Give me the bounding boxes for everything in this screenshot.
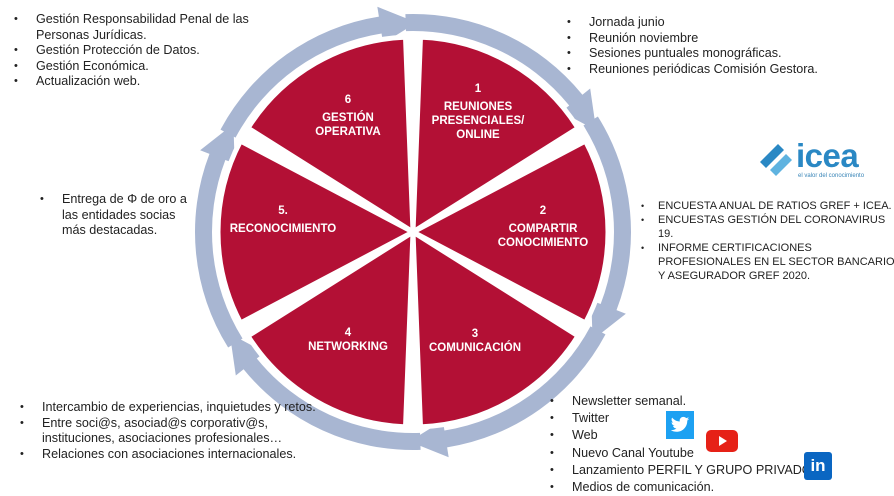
segment-title-6: OPERATIVA [315, 126, 380, 138]
note-item: Reunión noviembre [567, 31, 869, 47]
segment-wedge-3 [410, 229, 581, 430]
note-item: INFORME CERTIFICACIONES PROFESIONALES EN… [641, 241, 894, 283]
note-item: Medios de comunicación. [550, 479, 862, 496]
youtube-icon[interactable] [706, 430, 738, 452]
note-item: ENCUESTA ANUAL DE RATIOS GREF + ICEA. [641, 199, 894, 213]
note-item: Relaciones con asociaciones internaciona… [20, 447, 332, 463]
note-item: ENCUESTAS GESTIÓN DEL CORONAVIRUS 19. [641, 213, 894, 241]
segment-number-1: 1 [475, 83, 482, 95]
segment-title-4: NETWORKING [308, 341, 388, 353]
arrow-segment-6 [220, 6, 417, 138]
note-item: Web [550, 427, 862, 444]
note-item: Entre soci@s, asociad@s corporativ@s, in… [20, 416, 332, 447]
linkedin-icon[interactable]: in [804, 452, 832, 480]
icea-logo: icea el valor del conocimiento [756, 137, 884, 182]
segment-title-6: GESTIÓN [322, 111, 374, 124]
note-item: Gestión Protección de Datos. [14, 43, 286, 59]
icea-logo-mark [760, 144, 792, 176]
notes-gestion-operativa: Gestión Responsabilidad Penal de las Per… [10, 12, 286, 90]
segment-number-3: 3 [472, 328, 478, 340]
linkedin-icon-text: in [810, 456, 826, 475]
segment-title-1: REUNIONES [444, 101, 513, 113]
arrow-segment-5 [195, 124, 243, 348]
arrow-ring [195, 6, 631, 458]
logo-tagline: el valor del conocimiento [798, 173, 865, 179]
segment-title-5: RECONOCIMIENTO [230, 223, 337, 235]
note-item: Entrega de Φ de oro a las entidades soci… [40, 192, 202, 239]
arrow-segment-1 [405, 13, 597, 131]
segment-title-2: CONOCIMIENTO [498, 237, 589, 249]
segment-title-1: ONLINE [456, 129, 500, 141]
note-item: Nuevo Canal Youtube [550, 445, 862, 462]
segment-title-2: COMPARTIR [509, 223, 578, 235]
notes-comunicacion: Newsletter semanal. Twitter Web Nuevo Ca… [546, 393, 862, 496]
segment-wedge-2 [410, 138, 611, 326]
segment-number-5: 5. [278, 205, 288, 217]
segment-wedge-6 [245, 34, 416, 235]
segment-wedge-1 [410, 34, 581, 235]
note-item: Gestión Económica. [14, 59, 286, 75]
note-item: Gestión Responsabilidad Penal de las Per… [14, 12, 286, 43]
segment-title-1: PRESENCIALES/ [432, 115, 525, 127]
note-item: Sesiones puntuales monográficas. [567, 46, 869, 62]
note-item: Reuniones periódicas Comisión Gestora. [567, 62, 869, 78]
notes-networking: Intercambio de experiencias, inquietudes… [16, 400, 332, 462]
note-item: Actualización web. [14, 74, 286, 90]
note-item: Jornada junio [567, 15, 869, 31]
notes-reuniones: Jornada junio Reunión noviembre Sesiones… [563, 15, 869, 77]
segment-number-2: 2 [540, 205, 546, 217]
arrow-segment-3 [409, 326, 606, 458]
segment-number-6: 6 [345, 94, 351, 106]
note-item: Twitter [550, 410, 862, 427]
logo-wordmark: icea [796, 137, 859, 174]
notes-compartir-conocimiento: ENCUESTA ANUAL DE RATIOS GREF + ICEA. EN… [636, 199, 894, 283]
arrow-segment-2 [583, 116, 631, 340]
notes-reconocimiento: Entrega de Φ de oro a las entidades soci… [36, 192, 202, 239]
segment-number-4: 4 [345, 327, 352, 339]
segment-wedge-5 [215, 138, 416, 326]
note-item: Newsletter semanal. [550, 393, 862, 410]
note-item: Lanzamiento PERFIL Y GRUPO PRIVADO [550, 462, 862, 479]
note-item: Intercambio de experiencias, inquietudes… [20, 400, 332, 416]
segment-title-3: COMUNICACIÓN [429, 341, 521, 354]
twitter-icon[interactable] [666, 411, 694, 439]
